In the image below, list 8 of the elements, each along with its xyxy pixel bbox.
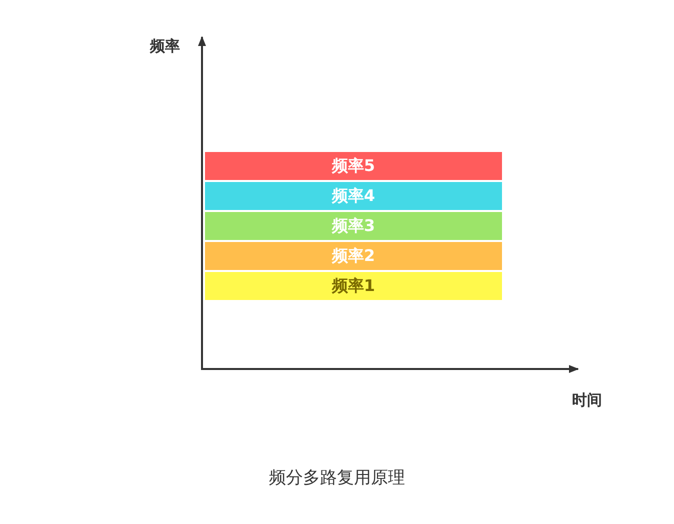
frequency-band: 频率4	[205, 182, 502, 210]
caption: 频分多路复用原理	[269, 468, 405, 488]
axis-label: 频率	[150, 37, 180, 56]
frequency-band: 频率1	[205, 272, 502, 300]
frequency-band: 频率3	[205, 212, 502, 240]
frequency-band: 频率2	[205, 242, 502, 270]
axis-label: 时间	[572, 391, 602, 410]
frequency-band: 频率5	[205, 152, 502, 180]
